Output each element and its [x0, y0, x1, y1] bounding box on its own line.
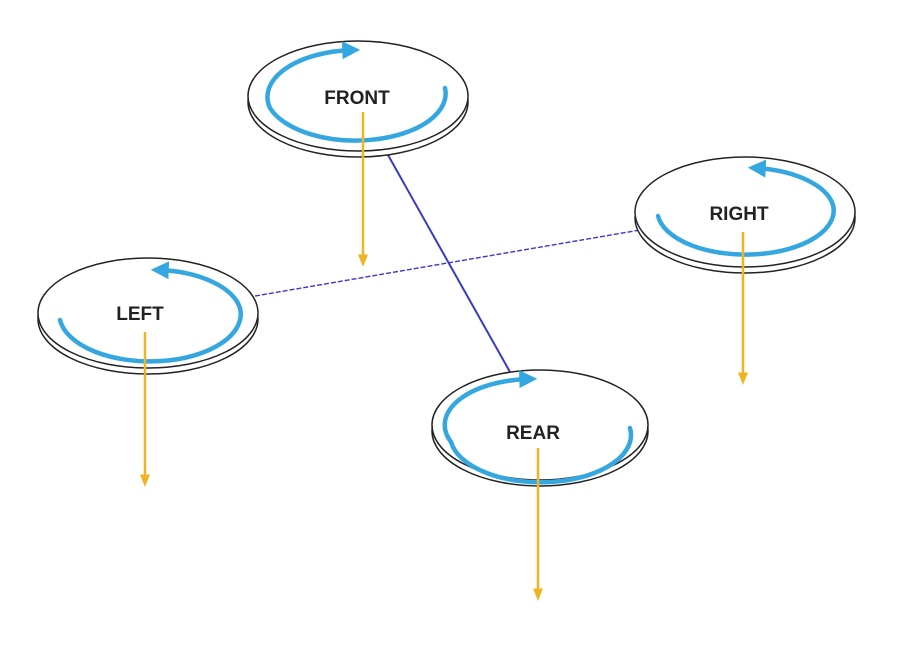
rotor-disc — [37, 257, 259, 369]
frame-arms — [254, 154, 641, 373]
rotor-label-rear: REAR — [506, 423, 560, 444]
clockwise-rotation-arrow-icon — [265, 41, 448, 143]
rotor-disc — [431, 369, 649, 481]
rotor-disc — [247, 40, 469, 152]
rotor-label-front: FRONT — [324, 88, 390, 109]
rotor-right: RIGHT — [634, 156, 856, 385]
rotor-left: LEFT — [37, 257, 259, 487]
arm-left-right — [254, 229, 641, 297]
counterclockwise-rotation-arrow-icon — [655, 159, 836, 257]
counterclockwise-rotation-arrow-icon — [57, 261, 243, 364]
rotor-front: FRONT — [247, 40, 469, 267]
clockwise-rotation-arrow-icon — [442, 370, 634, 485]
rotor-rear: REAR — [431, 369, 649, 601]
arm-front-rear — [387, 154, 511, 373]
rotor-label-right: RIGHT — [709, 204, 769, 225]
rotor-disc — [634, 156, 856, 268]
rotor-label-left: LEFT — [116, 304, 164, 325]
